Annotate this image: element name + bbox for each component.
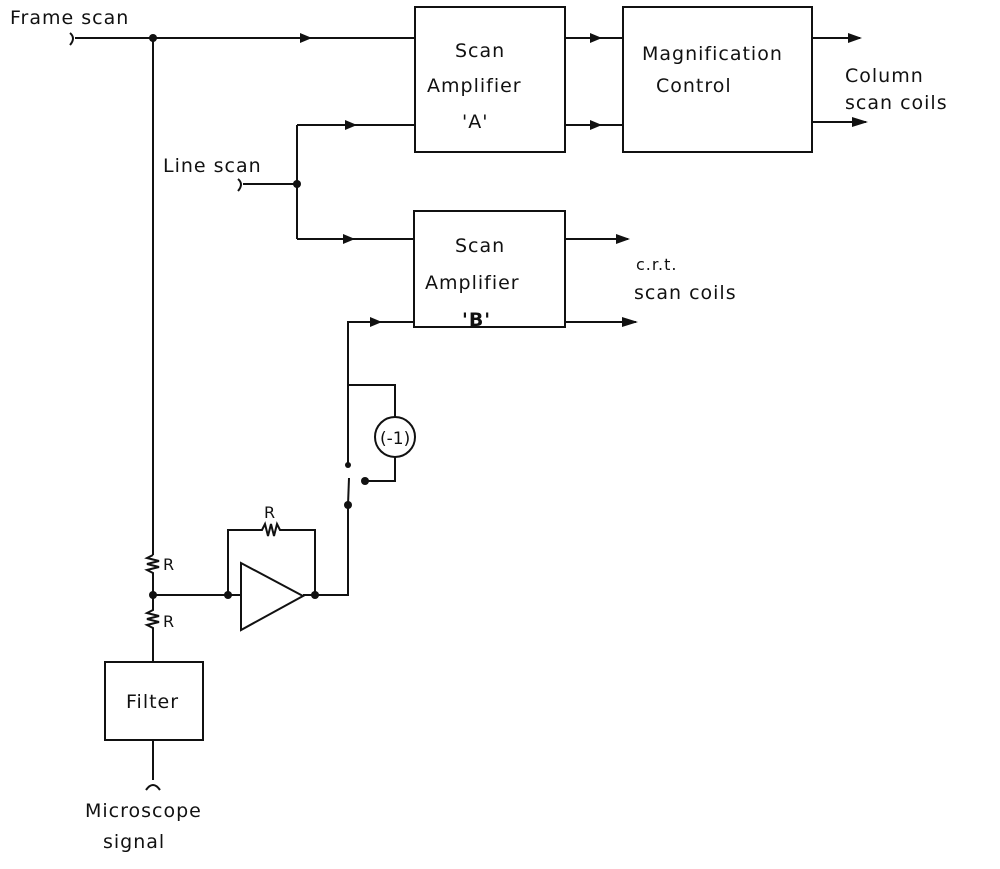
amp-b-text-3: 'B' — [462, 309, 491, 331]
scan-amplifier-b-block — [413, 210, 566, 328]
resistor-r1-label: R — [163, 555, 175, 574]
column-scan-coils-label-2: scan coils — [845, 92, 948, 114]
amp-b-text-2: Amplifier — [425, 272, 520, 294]
filter-block — [104, 661, 204, 741]
column-scan-coils-label: Column — [845, 65, 924, 87]
crt-scan-coils-label-2: scan coils — [634, 282, 737, 304]
crt-scan-coils-label: c.r.t. — [636, 255, 677, 274]
scan-amplifier-a-block — [414, 6, 566, 153]
column-coil-outputs — [812, 33, 868, 127]
amp-a-text-2: Amplifier — [427, 75, 522, 97]
op-amp — [224, 505, 349, 632]
amp-b-text-1: Scan — [455, 235, 505, 257]
frame-scan-wire — [69, 32, 415, 555]
inverter-text: (-1) — [380, 429, 410, 449]
feedback-resistor-label: R — [264, 503, 276, 522]
line-scan-wire — [237, 120, 415, 244]
amp-a-text-1: Scan — [455, 40, 505, 62]
amp-a-to-mag-wires — [565, 33, 623, 130]
resistor-r2-label: R — [163, 612, 175, 631]
filter-text: Filter — [126, 691, 179, 713]
mag-text-1: Magnification — [642, 43, 783, 65]
frame-scan-label: Frame scan — [10, 7, 129, 29]
microscope-signal-label: Microscope — [85, 800, 202, 822]
microscope-signal-label-2: signal — [103, 831, 165, 853]
amp-a-text-3: 'A' — [462, 111, 488, 133]
magnification-control-block — [622, 6, 813, 153]
mag-text-2: Control — [656, 75, 732, 97]
line-scan-label: Line scan — [163, 155, 262, 177]
crt-coil-outputs — [565, 234, 638, 327]
polarity-switch — [344, 317, 416, 509]
